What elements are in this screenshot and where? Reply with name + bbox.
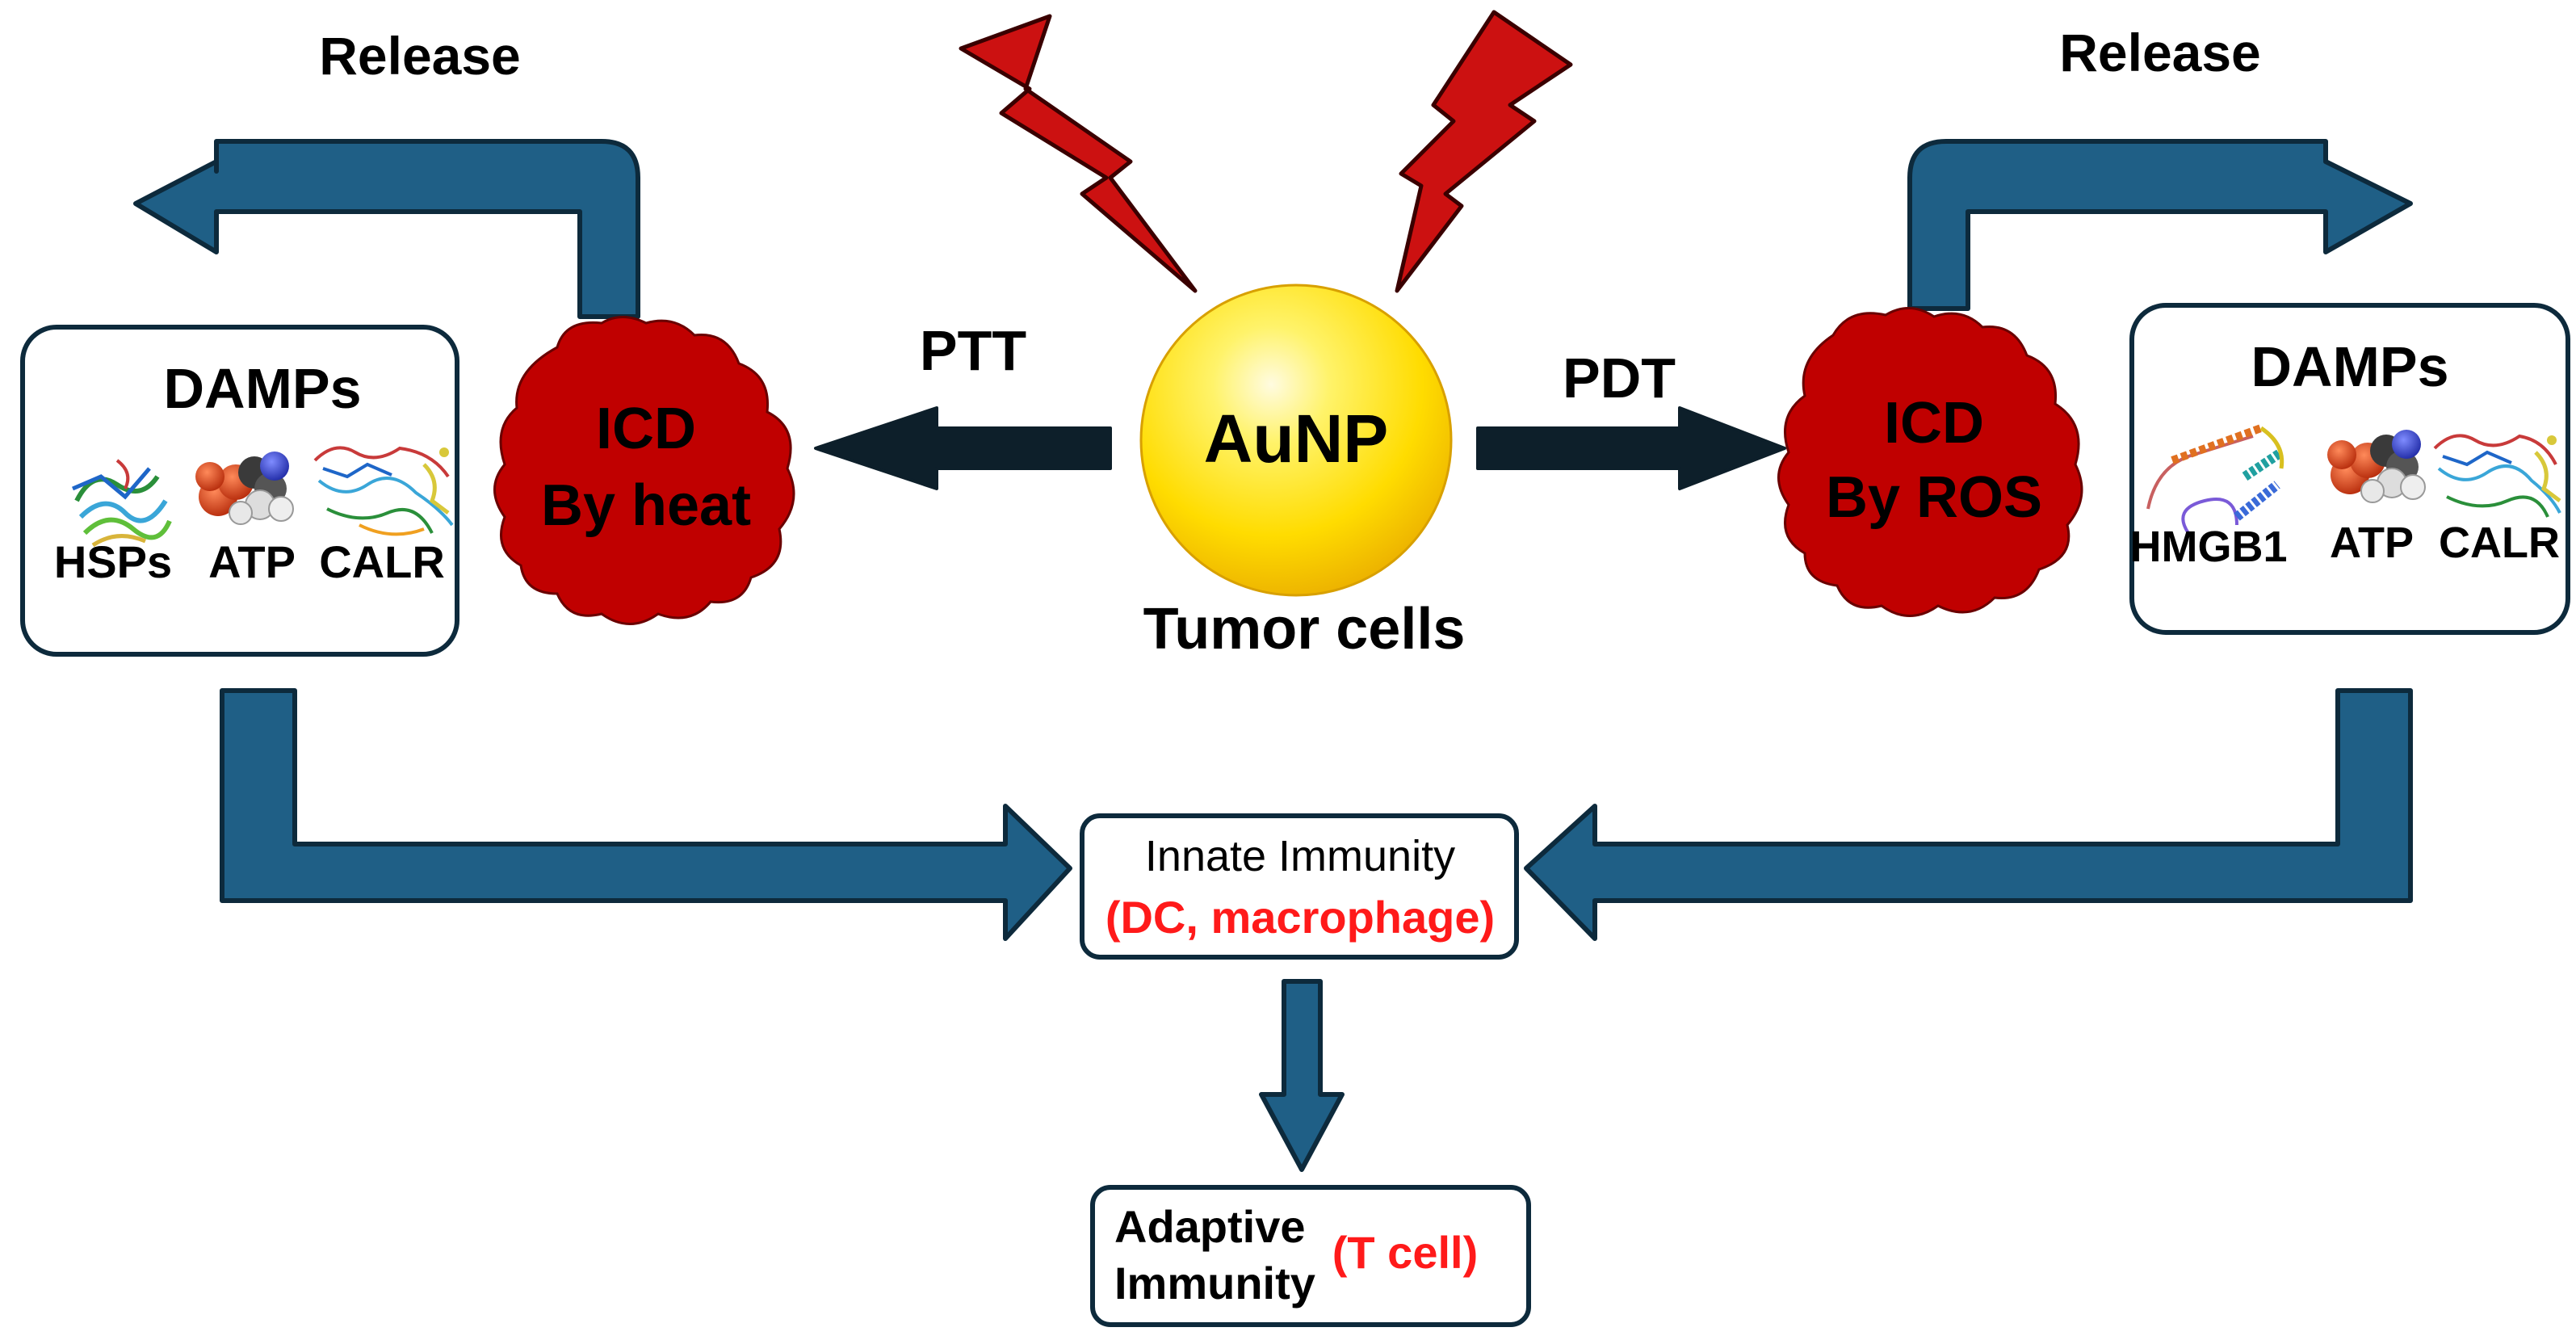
lightning-bolt-right	[1395, 10, 1573, 293]
adaptive-immunity-box	[1090, 1185, 1531, 1327]
lightning-bolt-left	[959, 14, 1198, 293]
pdt-label: PDT	[1563, 347, 1676, 410]
release-arrow-left-shape	[133, 139, 640, 319]
release-label-right: Release	[2059, 23, 2261, 82]
ptt-arrow	[814, 406, 1112, 490]
flow-arrow-down	[1259, 979, 1345, 1172]
damps-title-left: DAMPs	[163, 357, 361, 420]
hsp-protein-icon	[72, 459, 172, 548]
atp-molecule-icon-right	[2327, 430, 2426, 503]
icd-heat-line2: By heat	[541, 473, 751, 538]
damps-item-left-2: ATP	[208, 536, 296, 587]
ptt-label: PTT	[920, 319, 1026, 382]
release-arrow-right-shape	[1907, 139, 2413, 311]
adaptive-immunity-line1: Adaptive	[1114, 1201, 1306, 1252]
hmgb1-protein-icon	[2146, 424, 2284, 535]
icd-ros-line1: ICD	[1884, 391, 1984, 456]
tumor-cells-label: Tumor cells	[1143, 597, 1466, 662]
aunp-sphere	[1139, 284, 1453, 597]
flow-arrow-right	[1524, 688, 2413, 941]
flow-arrow-left	[220, 688, 1072, 941]
aunp-label: AuNP	[1204, 401, 1389, 477]
atp-molecule-icon	[195, 452, 294, 525]
adaptive-immunity-line2: Immunity	[1114, 1258, 1315, 1308]
damps-item-right-1: HMGB1	[2129, 523, 2287, 571]
damps-item-left-1: HSPs	[54, 536, 172, 587]
icd-ros-line2: By ROS	[1826, 465, 2042, 530]
damps-item-right-3: CALR	[2439, 519, 2560, 567]
innate-immunity-cells: (DC, macrophage)	[1105, 892, 1495, 943]
pdt-arrow	[1476, 406, 1786, 490]
calr-protein-icon	[313, 446, 454, 536]
calr-protein-icon-right	[2433, 434, 2561, 518]
icd-heat-line1: ICD	[596, 397, 696, 461]
release-label-left: Release	[319, 26, 521, 86]
damps-item-left-3: CALR	[319, 536, 445, 587]
icd-cloud-ros	[1777, 307, 2083, 617]
adaptive-immunity-tcell: (T cell)	[1332, 1227, 1478, 1278]
damps-item-right-2: ATP	[2330, 519, 2414, 567]
innate-immunity-box	[1080, 813, 1519, 960]
damps-title-right: DAMPs	[2251, 335, 2448, 398]
icd-cloud-heat	[493, 316, 795, 625]
innate-immunity-label: Innate Immunity	[1145, 832, 1455, 880]
